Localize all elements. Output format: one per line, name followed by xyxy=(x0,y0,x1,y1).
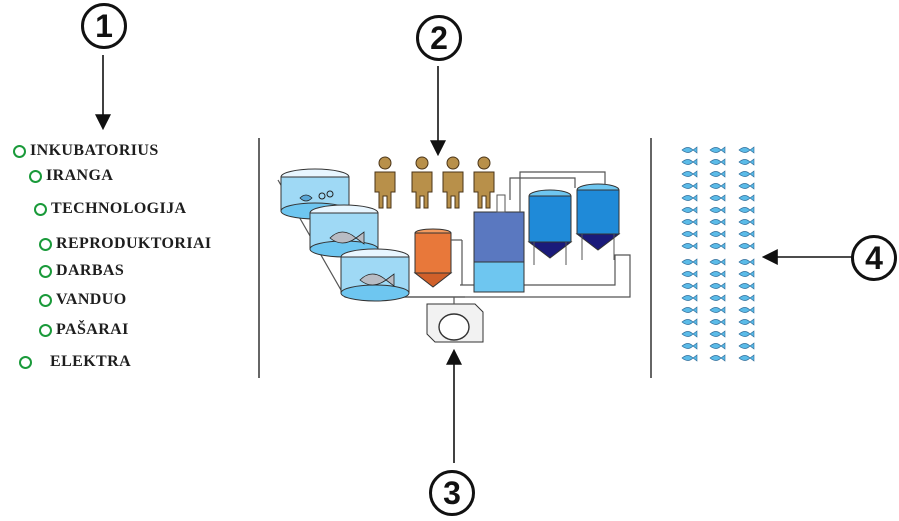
list-item-elektra: ELEKTRA xyxy=(19,352,131,372)
fish-fry-icon xyxy=(738,282,755,290)
fish-fry-icon xyxy=(681,194,698,202)
bullet-icon xyxy=(34,202,47,216)
callout-number: 2 xyxy=(430,20,448,56)
fish-fry-icon xyxy=(738,306,755,314)
worker-icon xyxy=(374,156,396,209)
list-item-darbas: DARBAS xyxy=(39,261,124,281)
blue-filter-tank-icon xyxy=(473,171,606,293)
fish-fry-icon xyxy=(709,218,726,226)
callout-4: 4 xyxy=(851,235,897,281)
fish-fry-icon xyxy=(709,270,726,278)
fish-fry-icon xyxy=(738,218,755,226)
list-item-iranga: IRANGA xyxy=(29,166,113,186)
pump-unit-icon xyxy=(426,297,484,343)
callout-number: 3 xyxy=(443,475,461,511)
list-item-pasarai: PAŠARAI xyxy=(39,320,129,340)
bullet-icon xyxy=(19,355,32,369)
fish-fry-icon xyxy=(681,294,698,302)
bullet-icon xyxy=(39,293,52,307)
fish-fry-icon xyxy=(738,270,755,278)
bullet-icon xyxy=(39,237,52,251)
fish-fry-grid xyxy=(681,146,755,362)
fish-fry-icon xyxy=(738,318,755,326)
fish-fry-icon xyxy=(738,258,755,266)
fish-fry-icon xyxy=(738,182,755,190)
fish-fry-icon xyxy=(681,146,698,154)
callout-number: 4 xyxy=(865,240,883,276)
fish-fry-icon xyxy=(681,206,698,214)
fish-fry-icon xyxy=(738,342,755,350)
fish-fry-icon xyxy=(709,146,726,154)
fish-fry-icon xyxy=(738,146,755,154)
fish-fry-icon xyxy=(738,330,755,338)
blue-silo-tank-icon xyxy=(575,183,621,260)
fish-fry-icon xyxy=(681,330,698,338)
fish-fry-icon xyxy=(709,182,726,190)
fish-fry-icon xyxy=(738,170,755,178)
callout-3: 3 xyxy=(429,470,475,516)
fish-fry-icon xyxy=(709,194,726,202)
item-label: ELEKTRA xyxy=(50,353,132,370)
callout-1: 1 xyxy=(81,3,127,49)
fish-fry-icon xyxy=(738,354,755,362)
worker-icon xyxy=(473,156,495,209)
fish-fry-icon xyxy=(709,318,726,326)
item-label: DARBAS xyxy=(56,262,125,279)
fish-fry-icon xyxy=(709,206,726,214)
fish-fry-icon xyxy=(681,258,698,266)
fish-fry-icon xyxy=(681,170,698,178)
fish-fry-icon xyxy=(681,182,698,190)
item-label: IRANGA xyxy=(46,167,114,184)
fish-fry-icon xyxy=(681,158,698,166)
item-label: TECHNOLOGIJA xyxy=(51,200,187,217)
fish-fry-icon xyxy=(681,306,698,314)
bullet-icon xyxy=(39,323,52,337)
fish-fry-icon xyxy=(738,206,755,214)
bullet-icon xyxy=(39,264,52,278)
fish-fry-icon xyxy=(681,318,698,326)
item-label: PAŠARAI xyxy=(56,321,129,338)
fish-fry-icon xyxy=(709,230,726,238)
bullet-icon xyxy=(13,144,26,158)
worker-icon xyxy=(442,156,464,209)
fish-fry-icon xyxy=(681,270,698,278)
fish-fry-icon xyxy=(681,354,698,362)
item-label: VANDUO xyxy=(56,291,127,308)
fish-fry-icon xyxy=(738,158,755,166)
fish-fry-icon xyxy=(681,282,698,290)
item-label: REPRODUKTORIAI xyxy=(56,235,212,252)
fish-fry-icon xyxy=(709,330,726,338)
orange-feed-tank-icon xyxy=(413,228,463,288)
fish-fry-icon xyxy=(681,230,698,238)
fish-fry-icon xyxy=(738,242,755,250)
fish-fry-icon xyxy=(681,342,698,350)
fish-fry-icon xyxy=(709,342,726,350)
fish-fry-icon xyxy=(709,306,726,314)
list-item-technologija: TECHNOLOGIJA xyxy=(34,199,187,219)
fish-fry-icon xyxy=(738,294,755,302)
callout-number: 1 xyxy=(95,8,113,44)
fish-tank-icon xyxy=(340,248,410,302)
list-item-inkubatorius: INKUBATORIUS xyxy=(13,141,159,161)
worker-icon xyxy=(411,156,433,209)
fish-fry-icon xyxy=(709,354,726,362)
blue-silo-tank-icon xyxy=(527,189,573,265)
bullet-icon xyxy=(29,169,42,183)
fish-fry-icon xyxy=(709,158,726,166)
fish-fry-icon xyxy=(738,194,755,202)
fish-fry-icon xyxy=(681,242,698,250)
fish-fry-icon xyxy=(709,282,726,290)
list-item-vanduo: VANDUO xyxy=(39,290,127,310)
fish-fry-icon xyxy=(738,230,755,238)
fish-fry-icon xyxy=(709,170,726,178)
fish-fry-icon xyxy=(709,242,726,250)
item-label: INKUBATORIUS xyxy=(30,142,159,159)
fish-fry-icon xyxy=(709,294,726,302)
fish-fry-icon xyxy=(709,258,726,266)
callout-2: 2 xyxy=(416,15,462,61)
list-item-reproduktoriai: REPRODUKTORIAI xyxy=(39,234,212,254)
fish-fry-icon xyxy=(681,218,698,226)
